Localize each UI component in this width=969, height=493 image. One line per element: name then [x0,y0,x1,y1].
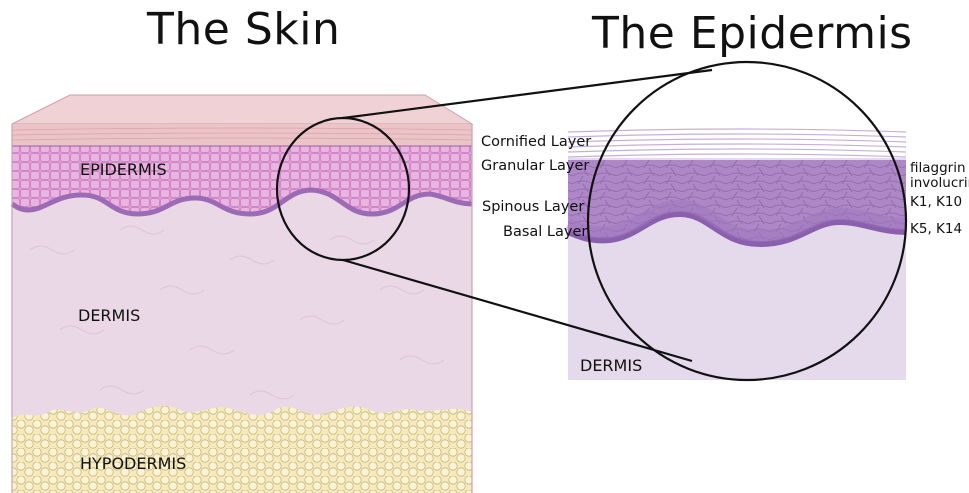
label-spinous-layer: Spinous Layer [482,199,584,215]
label-cornified-layer: Cornified Layer [481,134,591,150]
marker-k5-k14: K5, K14 [910,221,962,237]
marker-involucrin: involucrin [910,175,969,191]
zoom-panel [568,129,906,380]
title-the-skin: The Skin [147,4,340,55]
hypodermis-region [12,406,472,493]
label-basal-layer: Basal Layer [503,224,587,240]
connector-line-top [343,70,712,118]
zoom-cornified-layer [568,129,906,157]
marker-filaggrin: filaggrin [910,160,966,176]
label-dermis: DERMIS [78,306,140,325]
label-zoom-dermis: DERMIS [580,356,642,375]
skin-block [12,95,472,493]
marker-k1-k10: K1, K10 [910,194,962,210]
title-the-epidermis: The Epidermis [592,8,913,59]
label-granular-layer: Granular Layer [481,158,589,174]
label-epidermis: EPIDERMIS [80,160,167,179]
stratum-corneum-band [12,124,472,146]
label-hypodermis: HYPODERMIS [80,454,186,473]
